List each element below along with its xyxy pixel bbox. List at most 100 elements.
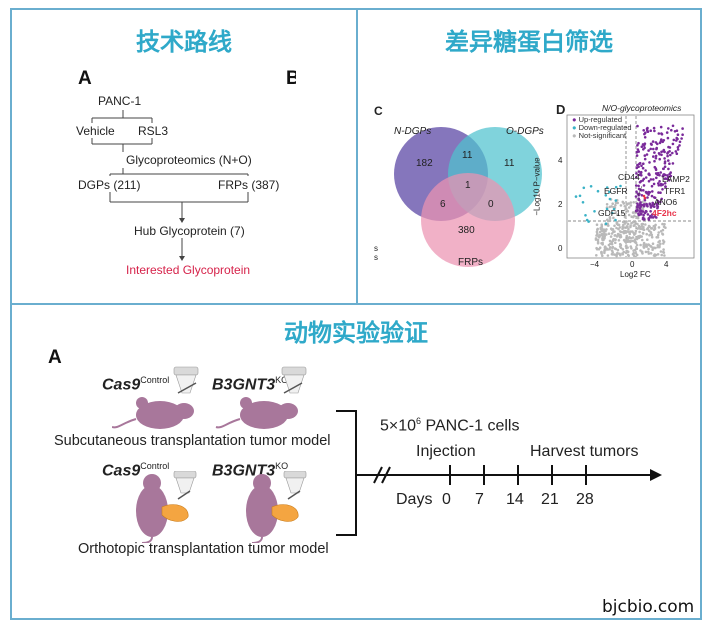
volcano-point — [598, 230, 602, 234]
volcano-point — [649, 210, 652, 213]
volcano-point — [604, 222, 608, 225]
volcano-point — [642, 129, 645, 132]
volcano-point — [622, 231, 626, 234]
model-label-subcutaneous: Subcutaneous transplantation tumor model — [54, 433, 331, 449]
volcano-point — [631, 220, 635, 224]
volcano-point — [651, 202, 655, 206]
volcano-point — [651, 248, 654, 251]
volcano-point — [621, 211, 624, 214]
volcano-point — [654, 156, 658, 160]
legend-down-regulated: ● Down-regulated — [572, 123, 632, 132]
volcano-point — [594, 237, 598, 240]
volcano-point — [604, 248, 607, 252]
volcano-point — [648, 161, 651, 164]
venn-edge-marks: s s — [374, 244, 378, 262]
gene-label-ano6: ANO6 — [654, 197, 678, 207]
volcano-point — [621, 227, 624, 231]
volcano-point — [627, 227, 630, 231]
volcano-point — [666, 136, 670, 140]
volcano-point — [608, 190, 611, 194]
volcano-point — [663, 182, 667, 185]
volcano-point — [657, 226, 661, 229]
volcano-point — [643, 198, 647, 202]
volcano-point — [647, 229, 651, 232]
volcano-point — [660, 253, 663, 257]
volcano-point — [656, 244, 660, 247]
volcano-point — [647, 190, 650, 194]
volcano-point — [662, 167, 665, 170]
volcano-point — [599, 226, 602, 230]
volcano-point — [646, 227, 649, 231]
group-label-cas9-text: Cas9 — [102, 376, 141, 394]
group-label-b3gnt3-text: B3GNT3 — [212, 376, 276, 394]
volcano-point — [660, 150, 663, 154]
cells-suffix: PANC-1 cells — [421, 417, 520, 435]
mouse-icon — [136, 474, 168, 543]
volcano-point — [662, 251, 666, 254]
volcano-point — [641, 222, 645, 226]
venn-value-frps-only: 380 — [458, 225, 475, 236]
volcano-point — [655, 176, 658, 180]
flow-node-dgps: DGPs (211) — [78, 178, 141, 192]
volcano-point — [676, 146, 680, 149]
group-label-cas9-control-2: Cas9Control — [102, 461, 169, 480]
volcano-point — [663, 165, 667, 168]
day-tick-0: 0 — [442, 491, 451, 508]
volcano-point — [596, 189, 600, 193]
volcano-point — [621, 248, 625, 251]
volcano-point — [645, 245, 649, 248]
volcano-point — [616, 232, 620, 236]
volcano-point — [667, 127, 670, 130]
volcano-point — [645, 232, 648, 236]
volcano-point — [667, 167, 670, 171]
volcano-point — [666, 151, 670, 154]
volcano-point — [644, 223, 647, 226]
volcano-point — [650, 235, 654, 239]
volcano-point — [652, 155, 655, 158]
technical-route-panel: 技术路线 A B PANC-1 Vehicle RSL3 Glycoproteo… — [10, 8, 358, 305]
volcano-point — [638, 203, 641, 207]
volcano-point — [663, 157, 666, 160]
volcano-point — [656, 171, 660, 175]
volcano-ytick-2: 2 — [558, 200, 563, 209]
volcano-point — [653, 151, 656, 154]
volcano-point — [649, 178, 653, 181]
volcano-point — [639, 227, 642, 230]
volcano-point — [642, 213, 645, 217]
volcano-point — [608, 247, 611, 251]
volcano-point — [616, 252, 620, 255]
volcano-point — [658, 239, 661, 243]
timeline-break-mark — [381, 466, 391, 484]
volcano-point — [659, 242, 662, 246]
timeline-arrowhead — [650, 469, 662, 481]
group-label-cas9-sup: Control — [140, 375, 170, 385]
volcano-point — [613, 247, 617, 250]
volcano-point — [612, 216, 615, 220]
volcano-point — [664, 173, 667, 177]
volcano-point — [651, 216, 655, 219]
volcano-point — [653, 205, 656, 208]
volcano-point — [667, 175, 670, 179]
volcano-point — [657, 184, 661, 187]
volcano-point — [626, 209, 630, 213]
volcano-point — [656, 233, 660, 237]
volcano-point — [647, 218, 651, 221]
volcano-point — [581, 201, 585, 204]
volcano-point — [661, 232, 664, 235]
volcano-point — [652, 126, 656, 130]
volcano-point — [650, 227, 654, 230]
venn-label-n-dgps: N-DGPs — [394, 126, 432, 137]
volcano-point — [635, 166, 639, 170]
volcano-point — [638, 230, 641, 234]
volcano-point — [652, 224, 656, 228]
volcano-point — [615, 235, 619, 238]
volcano-point — [649, 129, 652, 132]
venn-value-o-only: 11 — [504, 158, 515, 169]
volcano-point — [673, 130, 677, 133]
volcano-point — [681, 127, 684, 130]
volcano-point — [629, 225, 632, 229]
volcano-point — [613, 224, 616, 228]
legend-down-label: Down-regulated — [578, 123, 632, 132]
volcano-xlabel: Log2 FC — [620, 270, 651, 279]
volcano-point — [653, 165, 657, 169]
